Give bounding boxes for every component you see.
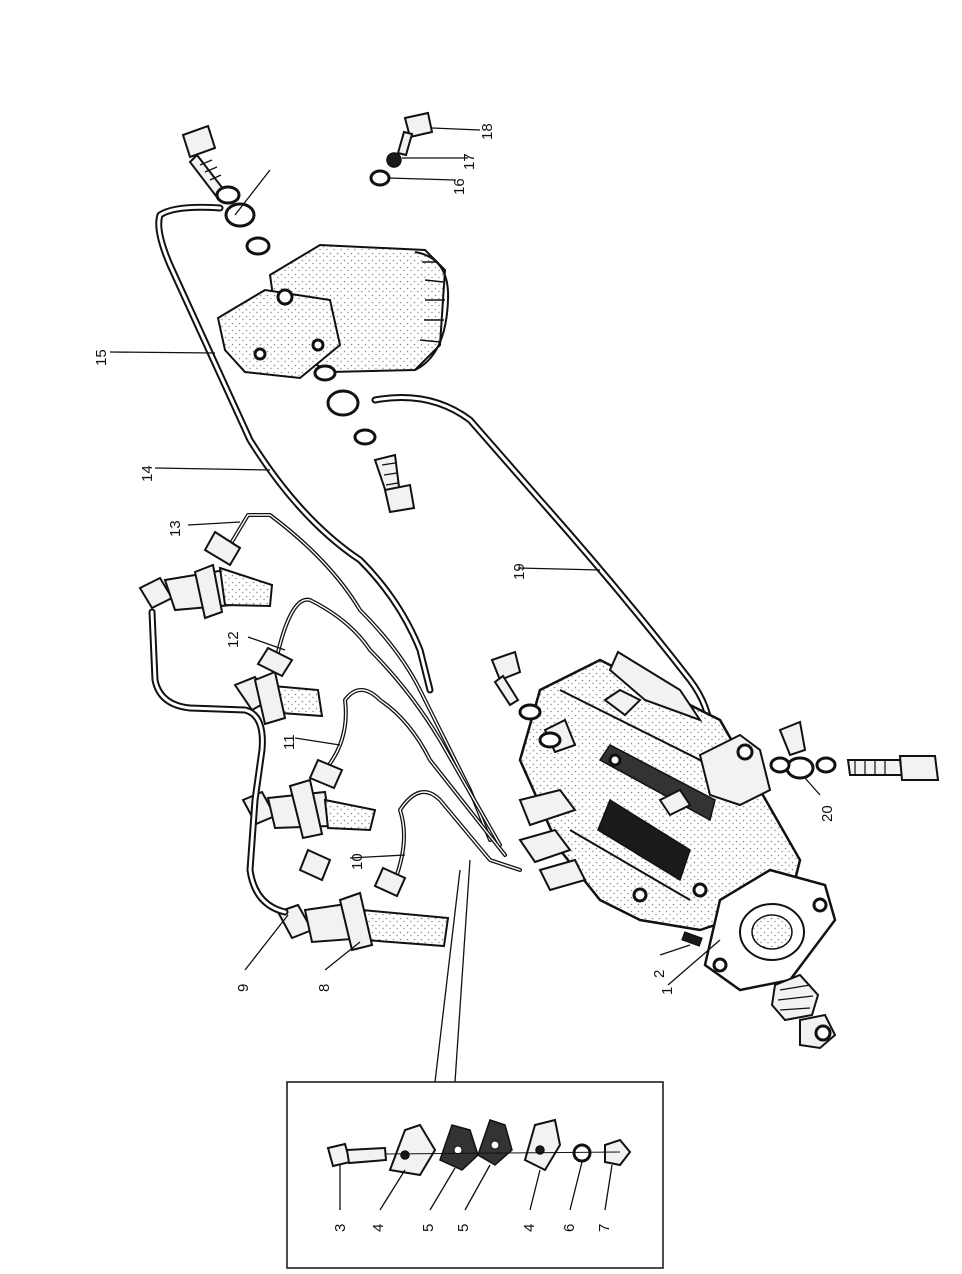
banjo-fitting-top	[224, 202, 256, 228]
callout-9: 9	[235, 984, 252, 992]
filter-head-bracket	[216, 288, 342, 380]
clamp-plate-outer	[388, 1123, 437, 1177]
drive-gear	[770, 973, 837, 1050]
callout-14: 14	[139, 465, 156, 482]
sealing-washer-mid-1	[313, 364, 337, 382]
callout-4b: 4	[521, 1224, 538, 1232]
pump-key	[681, 931, 703, 947]
washer-pump-2	[538, 731, 562, 749]
clamp-block-2	[477, 1119, 513, 1166]
callout-5a: 5	[420, 1224, 437, 1232]
injector-3	[241, 778, 377, 840]
callout-17: 17	[461, 153, 478, 170]
callout-1: 1	[659, 987, 676, 995]
inlet-fitting-20	[769, 720, 940, 781]
callout-16: 16	[451, 178, 468, 195]
injector-pipes	[228, 513, 522, 882]
rocker-lever-bolt	[490, 650, 522, 707]
sealing-washer-top-2	[245, 236, 271, 256]
callout-12: 12	[225, 631, 242, 648]
callout-6: 6	[561, 1224, 578, 1232]
spring-washer	[386, 152, 402, 168]
sealing-washer-centre	[369, 169, 391, 187]
banjo-fitting-mid	[326, 389, 360, 417]
callout-3: 3	[332, 1224, 349, 1232]
pump-mounting-flange	[703, 868, 837, 992]
callout-20: 20	[819, 805, 836, 822]
clamp-spring-washer	[572, 1143, 592, 1163]
callout-8: 8	[316, 984, 333, 992]
clamp-plate-inner	[523, 1118, 562, 1172]
filter-centre-bolt	[396, 111, 434, 157]
callout-2: 2	[651, 970, 668, 978]
pipe-nuts	[203, 530, 407, 898]
callout-5b: 5	[455, 1224, 472, 1232]
inset-pointer	[434, 859, 471, 1083]
callout-11: 11	[281, 734, 298, 750]
clamp-bolt	[326, 1142, 388, 1168]
callouts: 1 2 3 4 5 5 4 6 7 8 9 10 11 12 13 14 15 …	[93, 123, 836, 1232]
banjo-bolt-top-left	[181, 124, 226, 198]
inset-frame	[286, 1081, 664, 1269]
leak-off-pipe	[148, 608, 289, 916]
callout-4a: 4	[370, 1224, 387, 1232]
callout-19: 19	[511, 563, 528, 580]
callout-15: 15	[93, 349, 110, 366]
pipe-14-15	[155, 203, 434, 694]
clamp-block-1	[439, 1124, 479, 1171]
injector-2	[233, 670, 324, 726]
injection-pump	[518, 650, 802, 932]
sealing-washer-mid-2	[353, 428, 377, 446]
callout-10: 10	[349, 853, 366, 870]
pipe-19	[371, 394, 714, 764]
leader-lines	[109, 127, 821, 1211]
callout-18: 18	[479, 123, 496, 140]
callout-7: 7	[596, 1224, 613, 1232]
injector-4	[276, 891, 450, 952]
washer-pump-1	[518, 703, 542, 721]
callout-13: 13	[167, 520, 184, 537]
sealing-washer-top-1	[215, 185, 241, 205]
injector-top	[138, 563, 274, 620]
banjo-bolt-mid	[373, 453, 416, 514]
